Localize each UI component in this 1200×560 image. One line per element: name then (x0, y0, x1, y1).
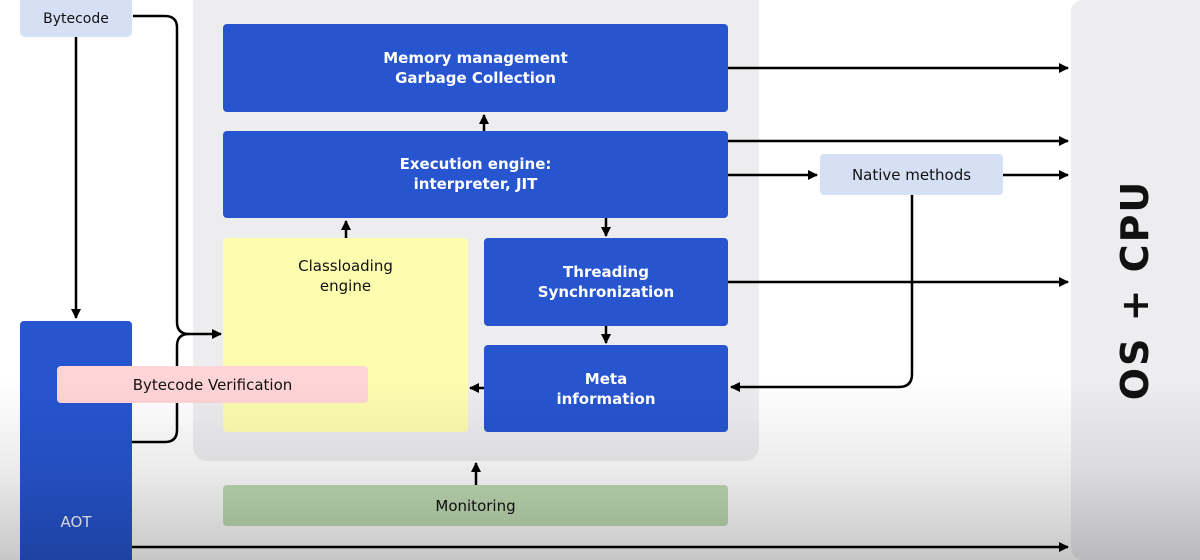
classloading-line1: Classloading (298, 257, 393, 275)
bytecode-label: Bytecode (43, 10, 109, 27)
threading-line2: Synchronization (537, 283, 675, 301)
meta-information-line1: Meta (584, 369, 628, 388)
execution-engine-box: Execution engine: interpreter, JIT (223, 131, 728, 218)
monitoring-box: Monitoring (223, 485, 728, 526)
bytecode-verification-box: Bytecode Verification (57, 366, 368, 403)
classloading-line2: engine (319, 277, 372, 295)
os-cpu-label: OS + CPU (1113, 179, 1157, 401)
threading-line1: Threading (563, 263, 649, 281)
meta-information-line2: information (556, 389, 656, 408)
execution-engine-line1: Execution engine: (399, 155, 552, 173)
aot-box: AOT (20, 321, 132, 560)
memory-management-box: Memory management Garbage Collection (223, 24, 728, 112)
monitoring-label: Monitoring (435, 496, 516, 515)
memory-management-line1: Memory management (383, 49, 568, 67)
threading-box: Threading Synchronization (484, 238, 728, 326)
os-cpu-panel (1071, 0, 1200, 560)
memory-management-line2: Garbage Collection (395, 69, 556, 87)
native-methods-box: Native methods (820, 154, 1003, 195)
execution-engine-line2: interpreter, JIT (413, 175, 538, 193)
aot-label: AOT (60, 513, 92, 531)
meta-information-box: Meta information (484, 345, 728, 432)
bytecode-box: Bytecode (20, 0, 132, 37)
bytecode-verification-label: Bytecode Verification (132, 375, 293, 394)
native-methods-label: Native methods (851, 165, 972, 184)
